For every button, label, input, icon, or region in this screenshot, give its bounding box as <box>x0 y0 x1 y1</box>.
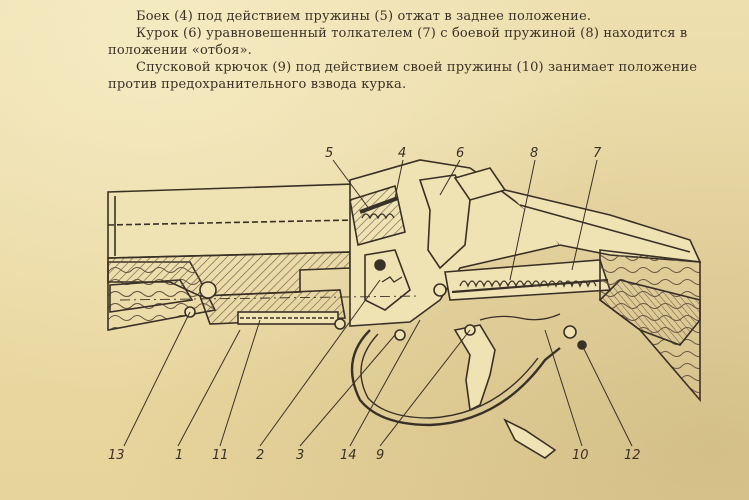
callout-1: 1 <box>175 448 183 463</box>
callout-12: 12 <box>624 448 641 463</box>
receiver-drawing <box>107 159 702 459</box>
callout-labels: 5 4 6 8 7 13 1 11 2 3 14 9 10 12 <box>108 146 641 463</box>
description-text: Боек (4) под действием пружины (5) отжат… <box>108 8 708 93</box>
callout-14: 14 <box>340 448 357 463</box>
callout-8: 8 <box>530 146 538 161</box>
callout-5: 5 <box>325 146 333 161</box>
callout-4: 4 <box>398 146 406 161</box>
callout-10: 10 <box>572 448 589 463</box>
callout-7: 7 <box>593 146 602 161</box>
callout-11: 11 <box>212 448 229 463</box>
callout-13: 13 <box>108 448 125 463</box>
callout-6: 6 <box>456 146 464 161</box>
callout-2: 2 <box>256 448 264 463</box>
paragraph-hammer: Курок (6) уравновешенный толкателем (7) … <box>108 26 688 58</box>
callout-9: 9 <box>376 448 384 463</box>
callout-3: 3 <box>296 448 304 463</box>
paragraph-firing-pin: Боек (4) под действием пружины (5) отжат… <box>136 9 592 24</box>
paragraph-trigger: Спусковой крючок (9) под действием своей… <box>108 60 698 92</box>
leader-lines <box>123 159 633 447</box>
